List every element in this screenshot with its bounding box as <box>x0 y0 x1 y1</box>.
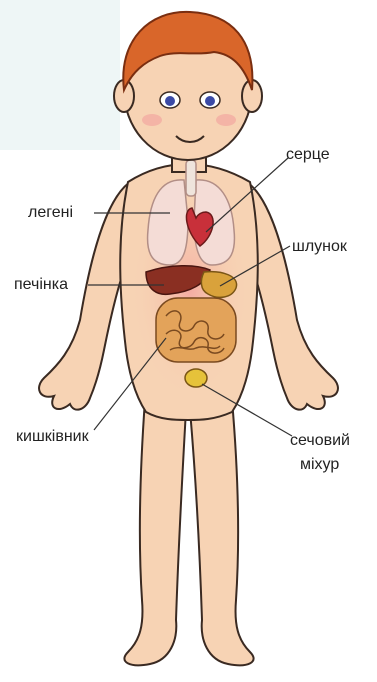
label-liver: печінка <box>14 276 68 294</box>
label-heart: серце <box>286 146 330 164</box>
label-bladder-2: міхур <box>300 456 339 474</box>
label-stomach: шлунок <box>292 238 347 256</box>
label-lungs: легені <box>28 204 73 222</box>
label-bladder-1: сечовий <box>290 432 350 450</box>
intestine-organ <box>156 298 236 362</box>
stomach-organ <box>201 272 236 298</box>
label-intestine: кишківник <box>16 428 89 446</box>
trachea <box>186 160 196 196</box>
